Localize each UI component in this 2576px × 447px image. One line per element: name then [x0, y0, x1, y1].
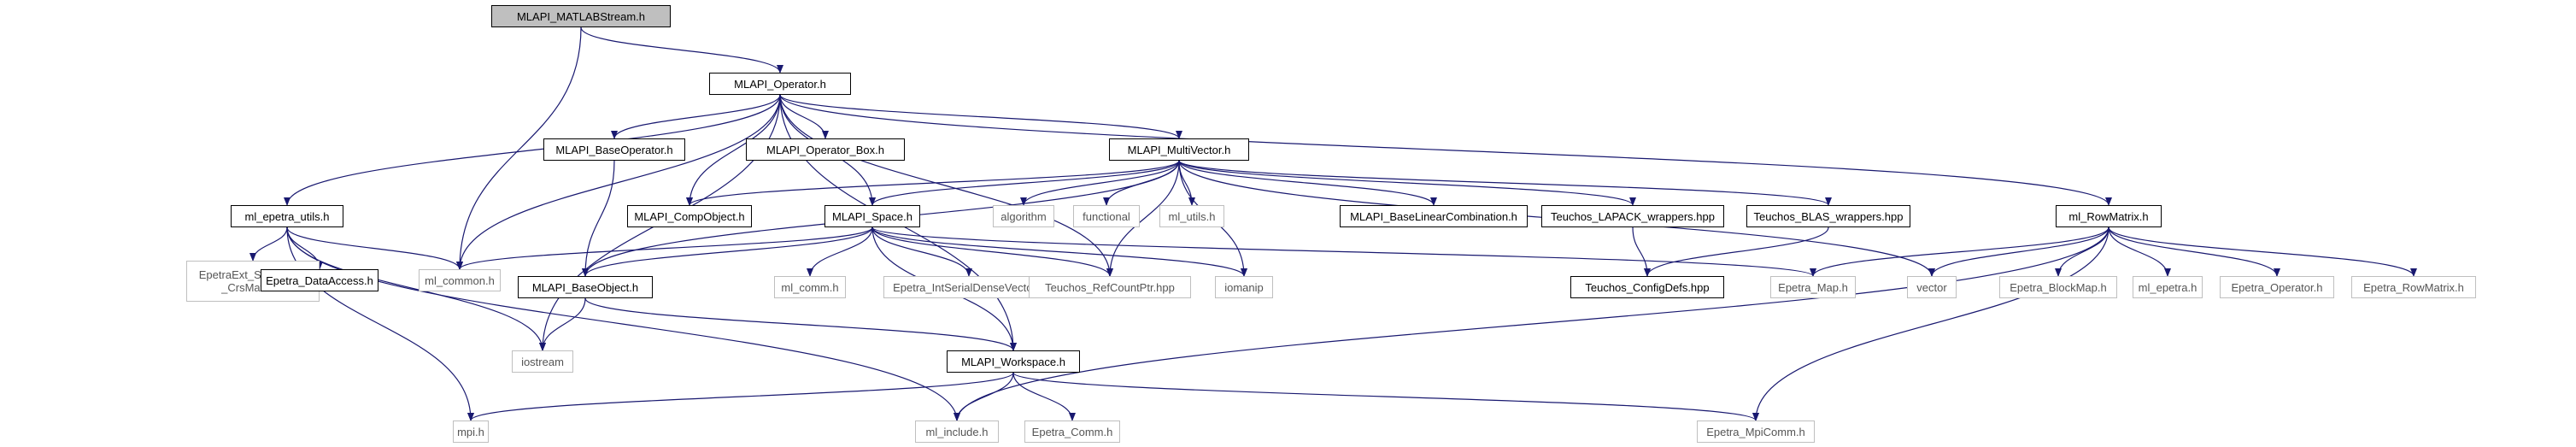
node-lapack[interactable]: Teuchos_LAPACK_wrappers.hpp — [1541, 205, 1724, 227]
node-mlcommon: ml_common.h — [419, 269, 501, 291]
edge-multivector-to-compobject — [686, 160, 1180, 206]
edge-multivector-to-rcp — [1106, 160, 1180, 277]
edge-space-to-iomanip — [871, 226, 1247, 277]
edge-space-to-epetramap — [871, 226, 1816, 277]
node-mlepetra: ml_epetra.h — [2133, 276, 2203, 298]
node-blas[interactable]: Teuchos_BLAS_wrappers.hpp — [1746, 205, 1910, 227]
edge-operator-to-compobject — [686, 94, 781, 206]
edge-workspace-to-mlinclude — [954, 372, 1014, 421]
node-rcp: Teuchos_RefCountPtr.hpp — [1029, 276, 1191, 298]
node-operator[interactable]: MLAPI_Operator.h — [709, 73, 851, 95]
edge-epetrautils-to-mlcommon — [286, 226, 463, 270]
edge-multivector-to-blas — [1178, 160, 1832, 206]
node-mlcomm: ml_comm.h — [774, 276, 846, 298]
node-opbox[interactable]: MLAPI_Operator_Box.h — [746, 138, 905, 161]
node-dataaccess[interactable]: Epetra_DataAccess.h — [261, 269, 378, 291]
edge-operator-to-epetrautils — [284, 94, 781, 206]
node-iostream: iostream — [512, 350, 573, 373]
node-vector: vector — [1907, 276, 1957, 298]
node-epetrarowmatrix: Epetra_RowMatrix.h — [2351, 276, 2476, 298]
node-epetraop: Epetra_Operator.h — [2220, 276, 2334, 298]
edge-rowmatrix-to-mpicomm — [1752, 226, 2110, 421]
node-compobject[interactable]: MLAPI_CompObject.h — [627, 205, 752, 227]
edge-baseop-to-baseobject — [582, 160, 615, 277]
edge-space-to-baseobject — [582, 226, 873, 277]
node-epetrautils[interactable]: ml_epetra_utils.h — [231, 205, 343, 227]
node-algorithm: algorithm — [993, 205, 1054, 227]
edge-multivector-to-lapack — [1178, 160, 1636, 206]
edge-baseobject-to-iostream — [539, 297, 586, 351]
node-blockmap: Epetra_BlockMap.h — [1999, 276, 2117, 298]
edge-operator-to-rowmatrix — [779, 94, 2112, 206]
edge-epetrautils-to-solvermap — [249, 226, 288, 262]
edge-rowmatrix-to-vector — [1928, 226, 2110, 277]
edge-multivector-to-functional — [1103, 160, 1180, 206]
edge-workspace-to-mpi — [467, 372, 1014, 421]
edge-rowmatrix-to-epetrarowmatrix — [2108, 226, 2417, 277]
edge-multivector-to-blc — [1178, 160, 1437, 206]
node-space[interactable]: MLAPI_Space.h — [824, 205, 920, 227]
node-baseobject[interactable]: MLAPI_BaseObject.h — [518, 276, 653, 298]
edge-multivector-to-space — [869, 160, 1180, 206]
node-stream[interactable]: MLAPI_MATLABStream.h — [491, 5, 671, 27]
edge-blas-to-configdefs — [1644, 226, 1829, 277]
edge-space-to-intserial — [871, 226, 972, 277]
node-mlinclude: ml_include.h — [915, 421, 999, 443]
edge-rowmatrix-to-epetraop — [2108, 226, 2280, 277]
edge-operator-to-rcp — [779, 94, 1113, 277]
edge-stream-to-operator — [580, 26, 783, 74]
edge-stream-to-mlcommon — [456, 26, 582, 270]
node-configdefs[interactable]: Teuchos_ConfigDefs.hpp — [1570, 276, 1724, 298]
edge-operator-to-multivector — [779, 94, 1182, 139]
node-rowmatrix[interactable]: ml_RowMatrix.h — [2056, 205, 2162, 227]
node-iomanip: iomanip — [1215, 276, 1273, 298]
edge-multivector-to-mlutils — [1178, 160, 1195, 206]
node-baseop[interactable]: MLAPI_BaseOperator.h — [543, 138, 685, 161]
edge-space-to-mlcommon — [456, 226, 873, 270]
edge-baseobject-to-workspace — [584, 297, 1017, 351]
edge-rowmatrix-to-mlinclude — [954, 226, 2110, 421]
edge-space-to-rcp — [871, 226, 1113, 277]
node-mpicomm: Epetra_MpiComm.h — [1697, 421, 1815, 443]
node-intserial: Epetra_IntSerialDenseVector.h — [883, 276, 1054, 298]
node-mlutils: ml_utils.h — [1159, 205, 1224, 227]
node-epetracomm: Epetra_Comm.h — [1024, 421, 1120, 443]
node-blc[interactable]: MLAPI_BaseLinearCombination.h — [1340, 205, 1528, 227]
edge-rowmatrix-to-epetramap — [1810, 226, 2110, 277]
edge-operator-to-baseop — [611, 94, 781, 139]
edge-workspace-to-epetracomm — [1012, 372, 1076, 421]
node-mpi: mpi.h — [453, 421, 489, 443]
node-multivector[interactable]: MLAPI_MultiVector.h — [1109, 138, 1249, 161]
edge-multivector-to-algorithm — [1020, 160, 1180, 206]
edge-space-to-mlcomm — [807, 226, 873, 277]
edge-operator-to-opbox — [779, 94, 829, 139]
edge-operator-to-mlcommon — [456, 94, 781, 270]
edge-lapack-to-configdefs — [1632, 226, 1651, 277]
edge-rowmatrix-to-blockmap — [2055, 226, 2110, 277]
node-epetramap: Epetra_Map.h — [1770, 276, 1856, 298]
node-workspace[interactable]: MLAPI_Workspace.h — [947, 350, 1080, 373]
edge-epetrautils-to-mlinclude — [286, 226, 960, 421]
edge-workspace-to-mpicomm — [1012, 372, 1759, 421]
edge-rowmatrix-to-mlepetra — [2108, 226, 2171, 277]
node-functional: functional — [1073, 205, 1140, 227]
